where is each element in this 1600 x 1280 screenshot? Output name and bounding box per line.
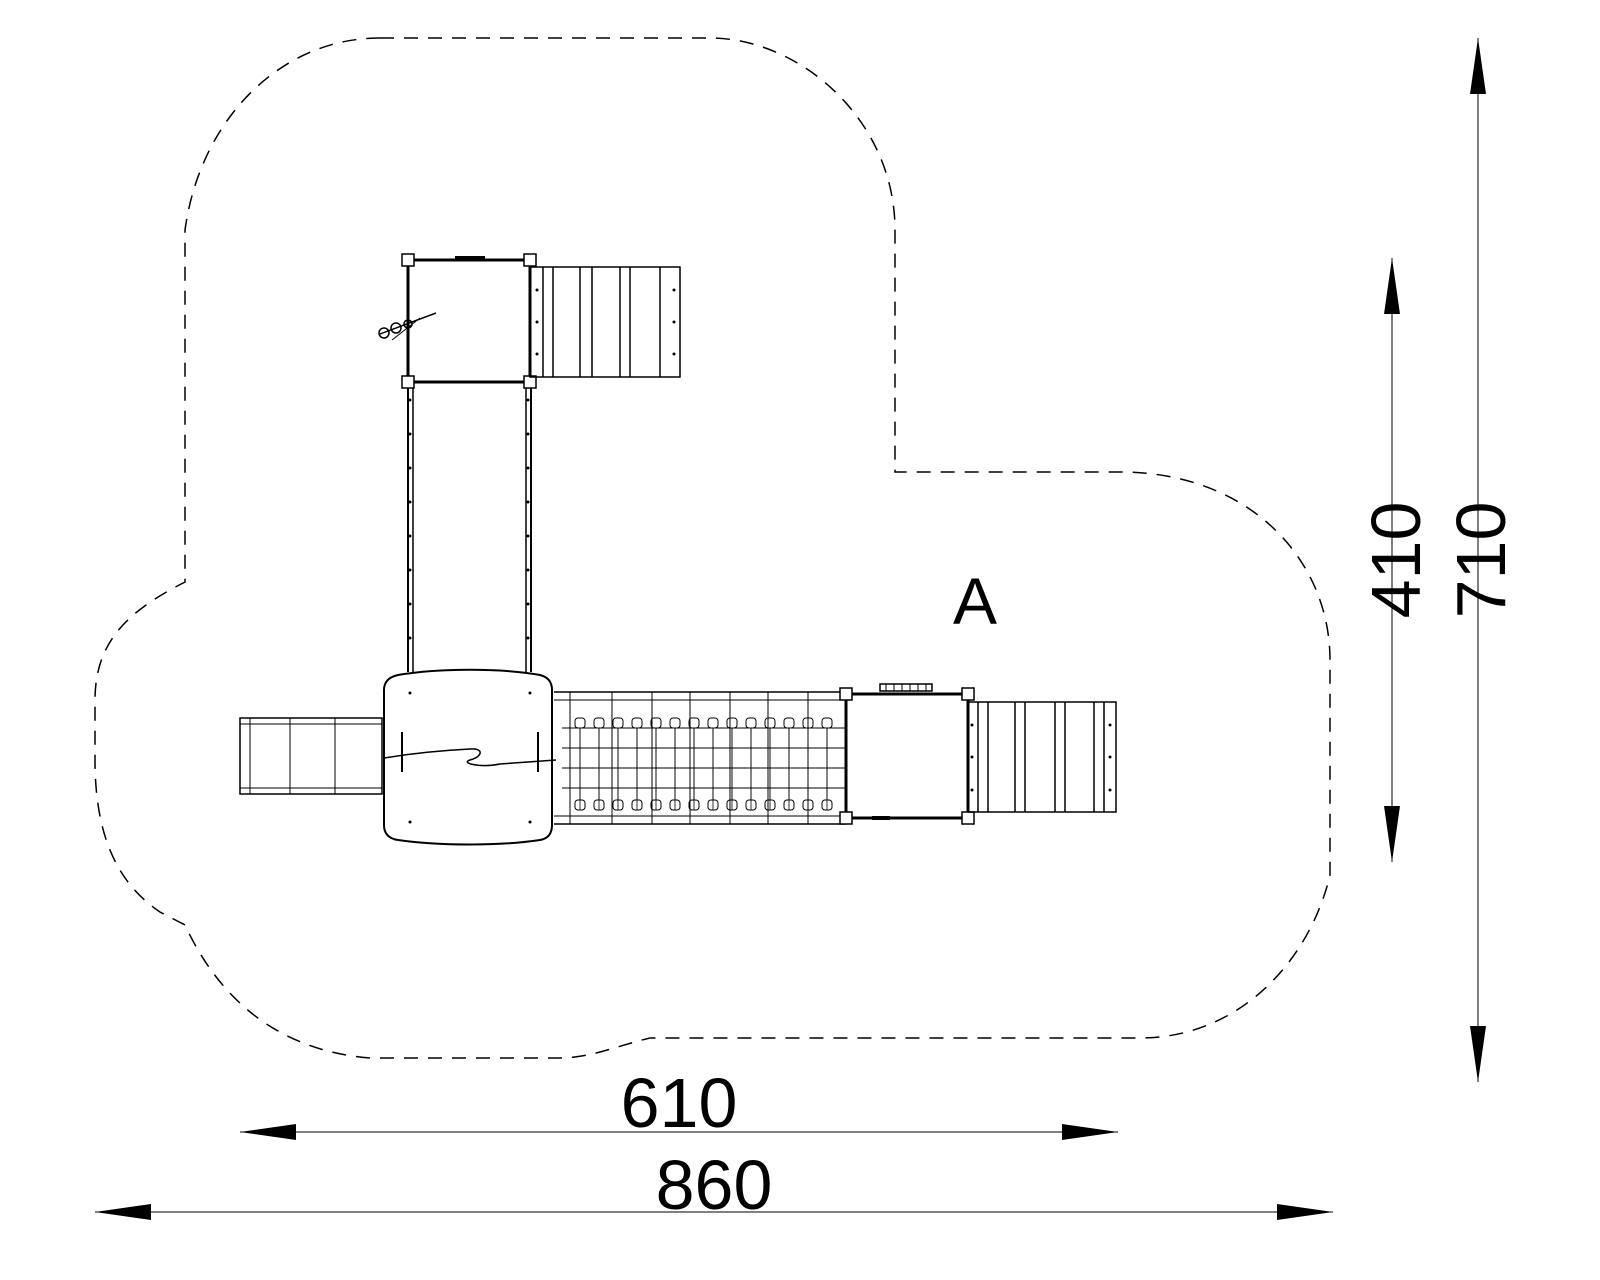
dimension-outer-height: 710 [1442,38,1520,1082]
net-knot [612,717,624,729]
bridge-bolt [408,534,412,538]
upper-steps [529,266,681,378]
canopy-roof [383,668,557,846]
lower-steps [967,701,1117,813]
bridge-bolt [526,500,530,504]
bridge-bolt [526,534,530,538]
bridge-bolt [408,432,412,436]
bridge-bolt [408,568,412,572]
net-knot [726,717,738,729]
bridge-bolt [526,602,530,606]
bridge-bolt [526,398,530,402]
zone-label: A [953,564,997,638]
net-bridge [554,691,846,825]
dimension-outer-width: 860 [95,1146,1333,1224]
lower-tower-platform [839,683,975,825]
bridge-bolt [408,636,412,640]
bridge-bolt [526,568,530,572]
vertical-bridge [407,388,532,672]
bridge-bolt [408,500,412,504]
bridge-bolt [526,636,530,640]
net-knot [745,717,757,729]
net-knot [707,717,719,729]
inner-width-value: 610 [621,1064,738,1142]
net-knot [631,717,643,729]
dimension-inner-height: 410 [1357,258,1435,862]
bridge-bolt [408,398,412,402]
bridge-bolt [526,466,530,470]
upper-tower-platform [378,253,537,389]
bridge-bolt [526,432,530,436]
inner-height-value: 410 [1357,502,1435,619]
dimension-inner-width: 610 [240,1064,1118,1142]
bridge-bolt [408,602,412,606]
panel-accessory [879,683,933,692]
left-slide [239,717,383,795]
net-knot [821,717,833,729]
bridge-bolt [408,466,412,470]
safety-zone-outline [94,37,1331,1059]
net-knot [669,717,681,729]
outer-width-value: 860 [656,1146,773,1224]
net-knot [783,717,795,729]
steering-accessory [378,312,437,341]
outer-height-value: 710 [1442,502,1520,619]
net-knot [593,717,605,729]
net-knot [764,717,776,729]
net-knot [574,717,586,729]
